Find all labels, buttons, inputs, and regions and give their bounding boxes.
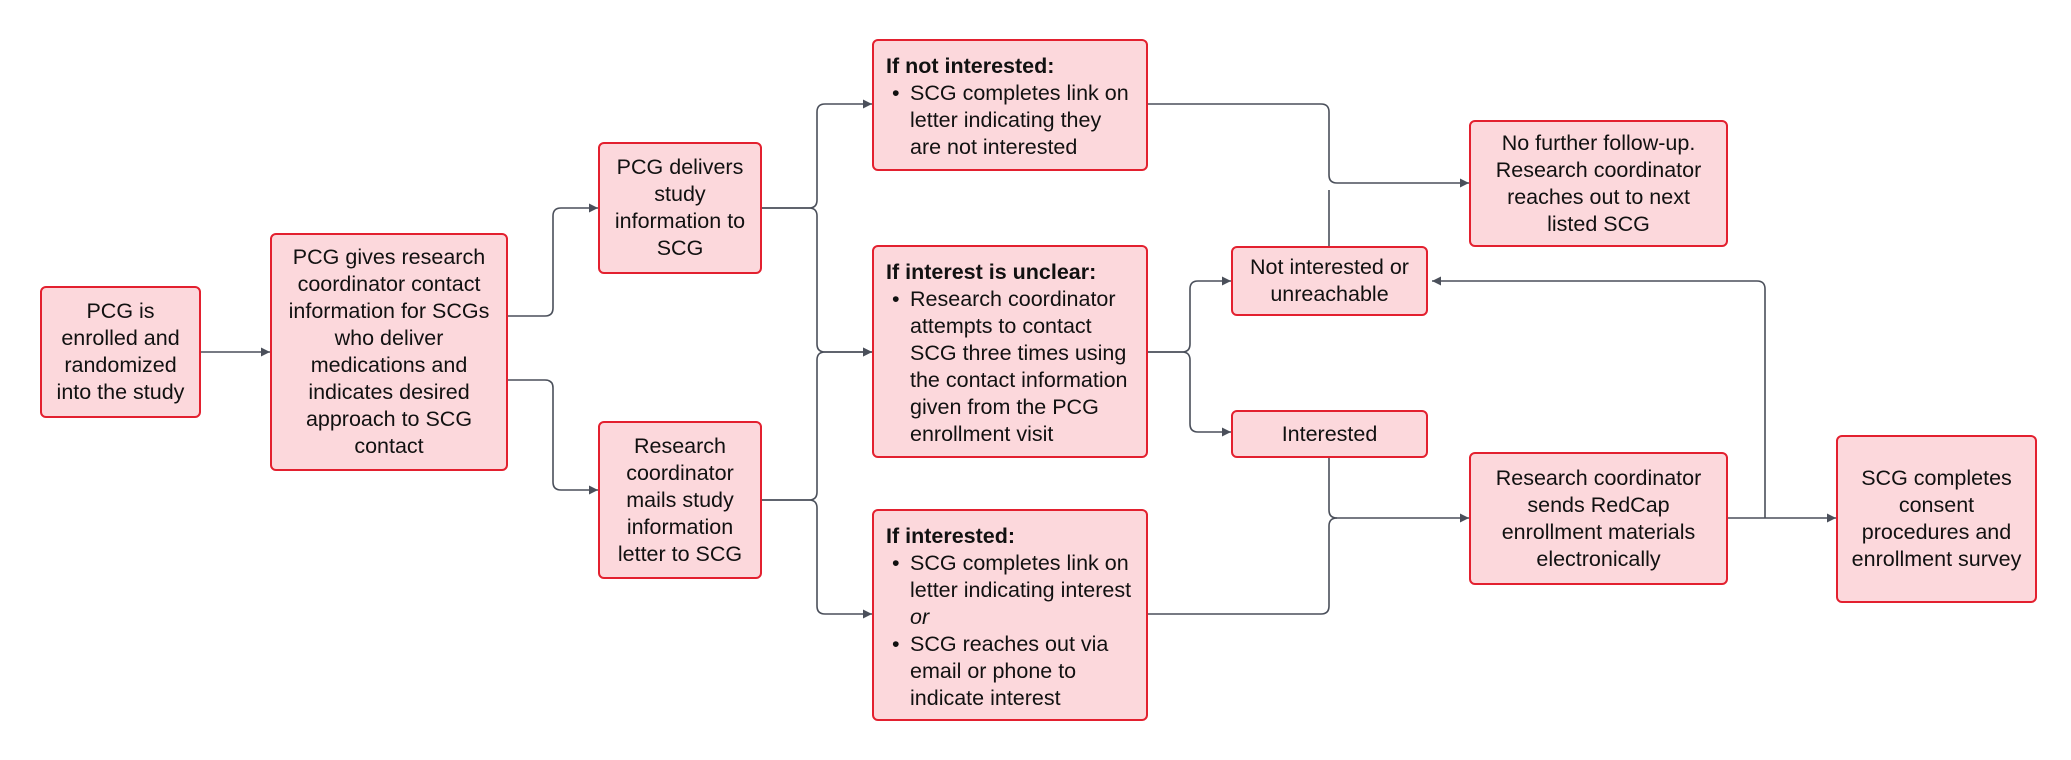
node-rc-sends-redcap: Research coordinator sends RedCap enroll… bbox=[1469, 452, 1728, 585]
node-scg-completes-consent: SCG completes consent procedures and enr… bbox=[1836, 435, 2037, 603]
arrow-mails-to-interested bbox=[762, 499, 872, 619]
arrow-interested-to-rc-sends bbox=[1328, 458, 1469, 523]
bullet-item: Research coordinator attempts to contact… bbox=[892, 286, 1134, 448]
line-if-interested-to-rc-sends bbox=[1148, 517, 1338, 615]
node-pcg-gives-contact-info: PCG gives research coordinator contact i… bbox=[270, 233, 508, 471]
arrow-delivers-to-not-interested bbox=[762, 99, 872, 209]
node-if-not-interested: If not interested: SCG completes link on… bbox=[872, 39, 1148, 171]
arrow-loop-to-unreachable bbox=[1432, 276, 1766, 518]
node-rc-mails-letter: Research coordinator mails study informa… bbox=[598, 421, 762, 579]
arrow-unclear-to-interested bbox=[1148, 351, 1231, 437]
or-word: or bbox=[910, 605, 930, 629]
node-not-interested-or-unreachable: Not interested or unreachable bbox=[1231, 246, 1428, 316]
node-heading: If interested: bbox=[886, 524, 1016, 548]
bullet-list: SCG completes link on letter indicating … bbox=[886, 80, 1134, 161]
bullet-item: SCG completes link on letter indicating … bbox=[892, 80, 1134, 161]
arrow-delivers-to-unclear bbox=[762, 207, 872, 357]
bullet-item: SCG reaches out via email or phone to in… bbox=[892, 631, 1134, 712]
node-if-interest-unclear: If interest is unclear: Research coordin… bbox=[872, 245, 1148, 458]
bullet-item: SCG completes link on letter indicating … bbox=[892, 550, 1134, 631]
node-pcg-enrolled: PCG is enrolled and randomized into the … bbox=[40, 286, 201, 418]
bullet-list: Research coordinator attempts to contact… bbox=[886, 286, 1134, 448]
node-pcg-delivers-info: PCG delivers study information to SCG bbox=[598, 142, 762, 274]
arrow-gives-to-delivers bbox=[508, 203, 598, 317]
arrow-mails-to-unclear bbox=[762, 347, 872, 501]
arrow-gives-to-mails bbox=[508, 379, 598, 495]
arrow-unclear-to-unreachable bbox=[1148, 276, 1231, 353]
node-heading: If interest is unclear: bbox=[886, 260, 1097, 284]
node-heading: If not interested: bbox=[886, 54, 1055, 78]
arrow-not-interested-to-no-followup bbox=[1148, 103, 1469, 188]
node-interested: Interested bbox=[1231, 410, 1428, 458]
bullet-list: SCG completes link on letter indicating … bbox=[886, 550, 1134, 712]
node-if-interested: If interested: SCG completes link on let… bbox=[872, 509, 1148, 721]
node-no-further-followup: No further follow-up. Research coordinat… bbox=[1469, 120, 1728, 247]
